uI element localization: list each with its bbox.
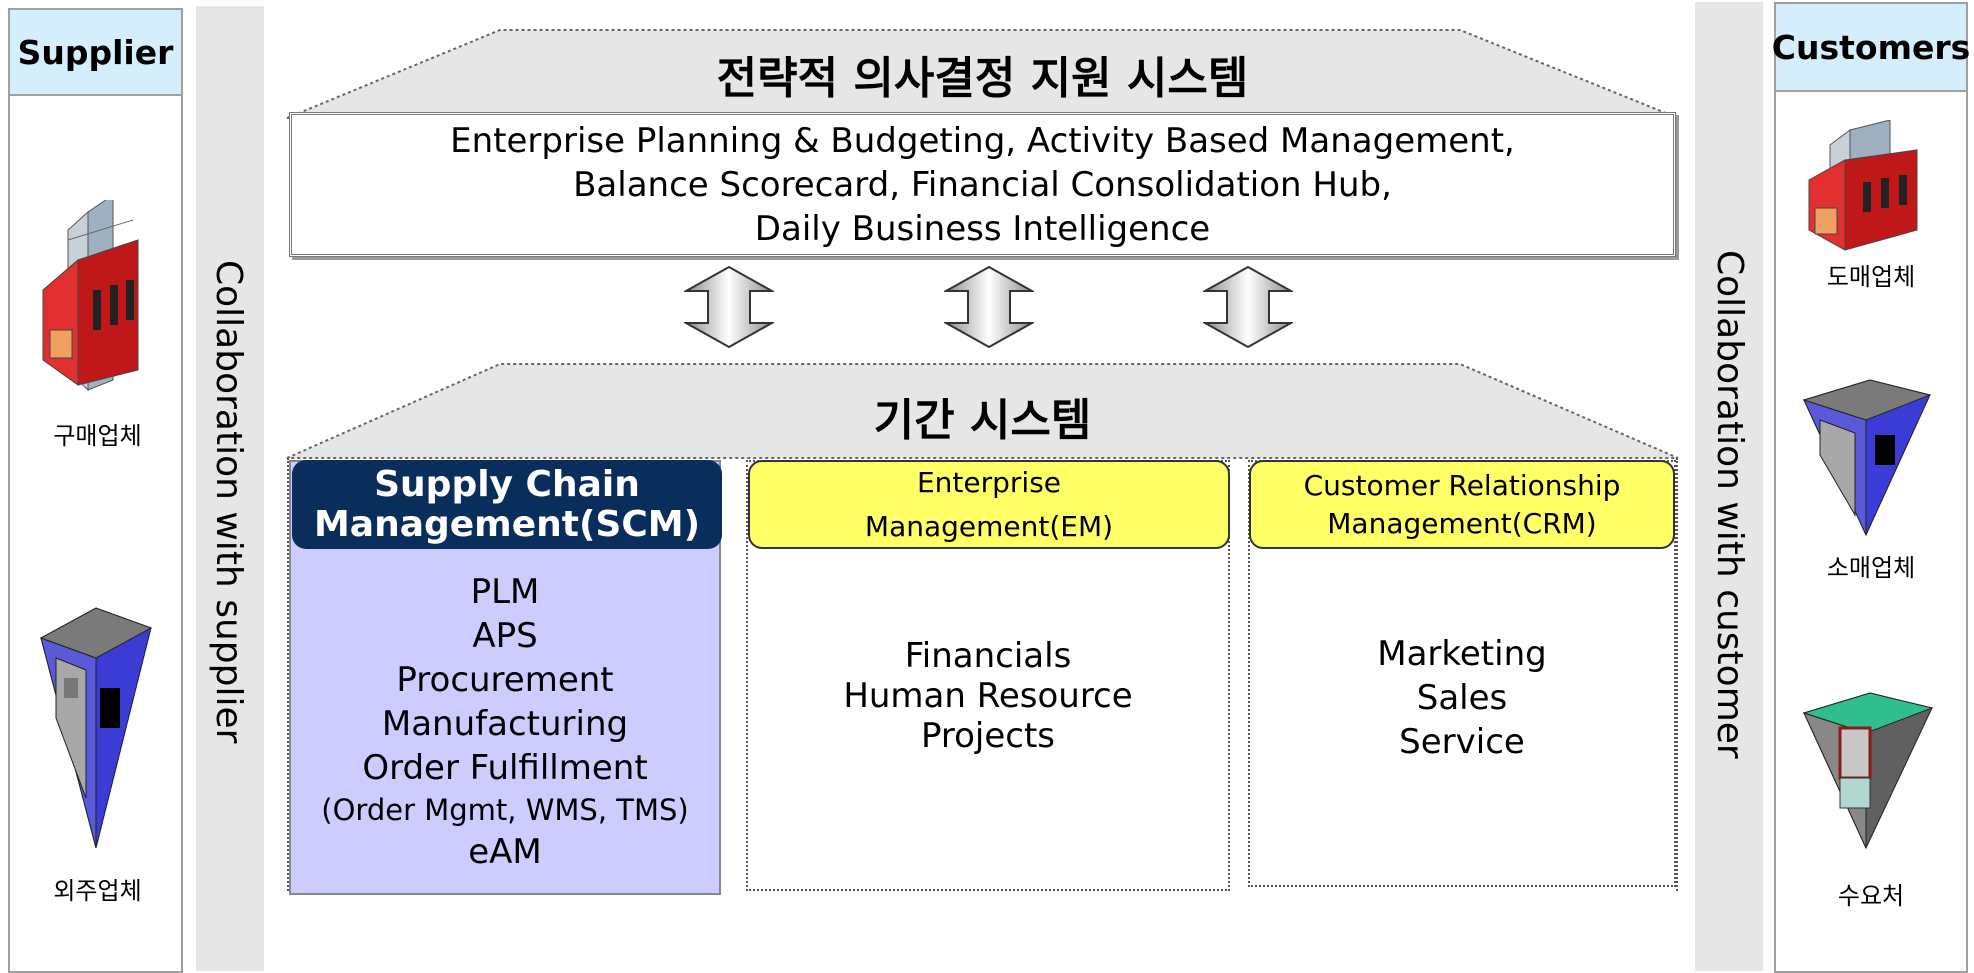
red-factory-icon — [42, 200, 139, 392]
building-label-purchase: 구매업체 — [53, 422, 142, 450]
core-frame — [287, 458, 1678, 891]
scm-item-aps: APS — [472, 616, 538, 656]
scm-item-manufacturing: Manufacturing — [381, 704, 629, 744]
green-building-icon — [1802, 692, 1934, 850]
scm-item-procurement: Procurement — [396, 660, 614, 700]
crm-item-service: Service — [1399, 722, 1525, 762]
building-label-demand: 수요처 — [1837, 882, 1905, 910]
strategic-box: Enterprise Planning & Budgeting, Activit… — [289, 112, 1676, 257]
em-header-line-2: Management(EM) — [864, 509, 1114, 543]
blue-building-icon — [1802, 379, 1932, 537]
em-item-projects: Projects — [920, 716, 1056, 756]
strategic-line-2: Balance Scorecard, Financial Consolidati… — [573, 165, 1392, 205]
crm-item-sales: Sales — [1416, 678, 1508, 718]
building-label-wholesale: 도매업체 — [1826, 263, 1916, 291]
crm-header-line-1: Customer Relationship — [1303, 468, 1621, 502]
customer-collaboration-band — [1695, 2, 1763, 971]
scm-header-line-2: Management(SCM) — [313, 503, 701, 545]
building-label-outsourcing: 외주업체 — [53, 877, 142, 905]
scm-header-line-1: Supply Chain — [374, 463, 640, 505]
scm-item-order-detail: (Order Mgmt, WMS, TMS) — [321, 793, 689, 827]
double-arrow-icon — [1203, 266, 1293, 348]
scm-header: Supply Chain Management(SCM) — [292, 460, 722, 549]
strategic-title: 전략적 의사결정 지원 시스템 — [716, 53, 1249, 104]
em-item-financials: Financials — [904, 636, 1072, 676]
supplier-collaboration-band — [196, 6, 264, 971]
crm-items: Marketing Sales Service — [1248, 632, 1676, 764]
red-factory-icon — [1808, 120, 1918, 251]
supplier-collaboration-label: Collaboration with supplier — [208, 260, 249, 744]
supplier-header: Supplier — [10, 10, 181, 96]
em-item-human-resource: Human Resource — [843, 676, 1133, 716]
em-header: Enterprise Management(EM) — [748, 460, 1230, 549]
strategic-roof — [286, 29, 1679, 119]
building-label-retail: 소매업체 — [1826, 554, 1916, 582]
em-header-line-1: Enterprise — [916, 465, 1062, 499]
core-roof — [286, 363, 1679, 459]
strategic-line-1: Enterprise Planning & Budgeting, Activit… — [450, 121, 1515, 161]
crm-item-marketing: Marketing — [1377, 634, 1547, 674]
strategic-line-3: Daily Business Intelligence — [754, 209, 1211, 249]
double-arrow-icon — [684, 266, 774, 348]
core-title: 기간 시스템 — [873, 395, 1092, 446]
scm-items: PLM APS Procurement Manufacturing Order … — [289, 570, 721, 874]
scm-item-eam: eAM — [468, 832, 542, 872]
scm-item-order-fulfillment: Order Fulfillment — [362, 748, 648, 788]
customer-header: Customers — [1772, 4, 1970, 92]
customer-collaboration-label: Collaboration with customer — [1709, 250, 1750, 759]
double-arrow-icon — [944, 266, 1034, 348]
crm-header: Customer Relationship Management(CRM) — [1249, 460, 1675, 549]
em-items: Financials Human Resource Projects — [746, 636, 1230, 756]
scm-item-plm: PLM — [470, 572, 540, 612]
crm-header-line-2: Management(CRM) — [1327, 506, 1597, 540]
blue-building-icon — [39, 607, 153, 848]
